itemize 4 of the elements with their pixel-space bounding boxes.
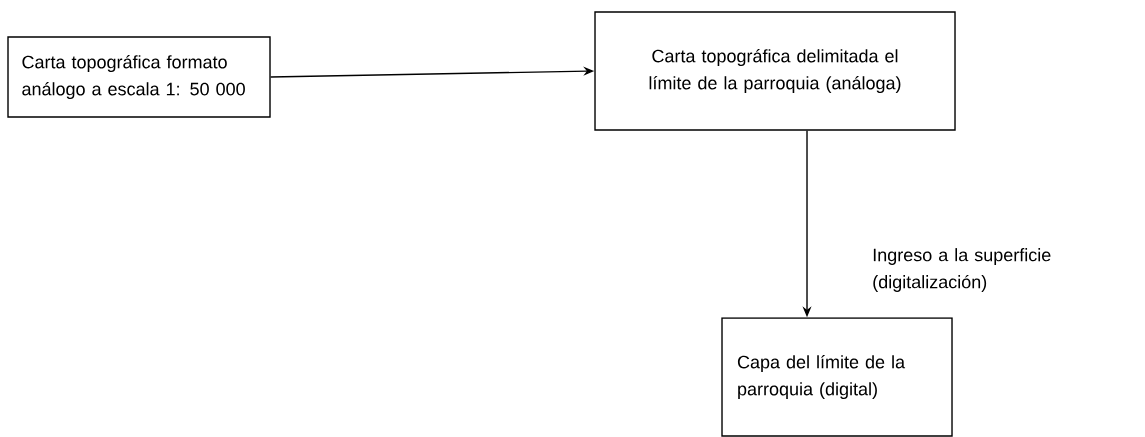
edge-label: Ingreso a la superficie (digitalización): [873, 248, 1051, 292]
process-box: Carta topográfica delimitada el límite de la parroquia (análoga): [594, 11, 956, 131]
process-box: Capa del límite de la parroquia (digital): [721, 317, 953, 437]
process-box: Carta topográfica formato análogo a escala 1: 50 000: [7, 36, 271, 118]
